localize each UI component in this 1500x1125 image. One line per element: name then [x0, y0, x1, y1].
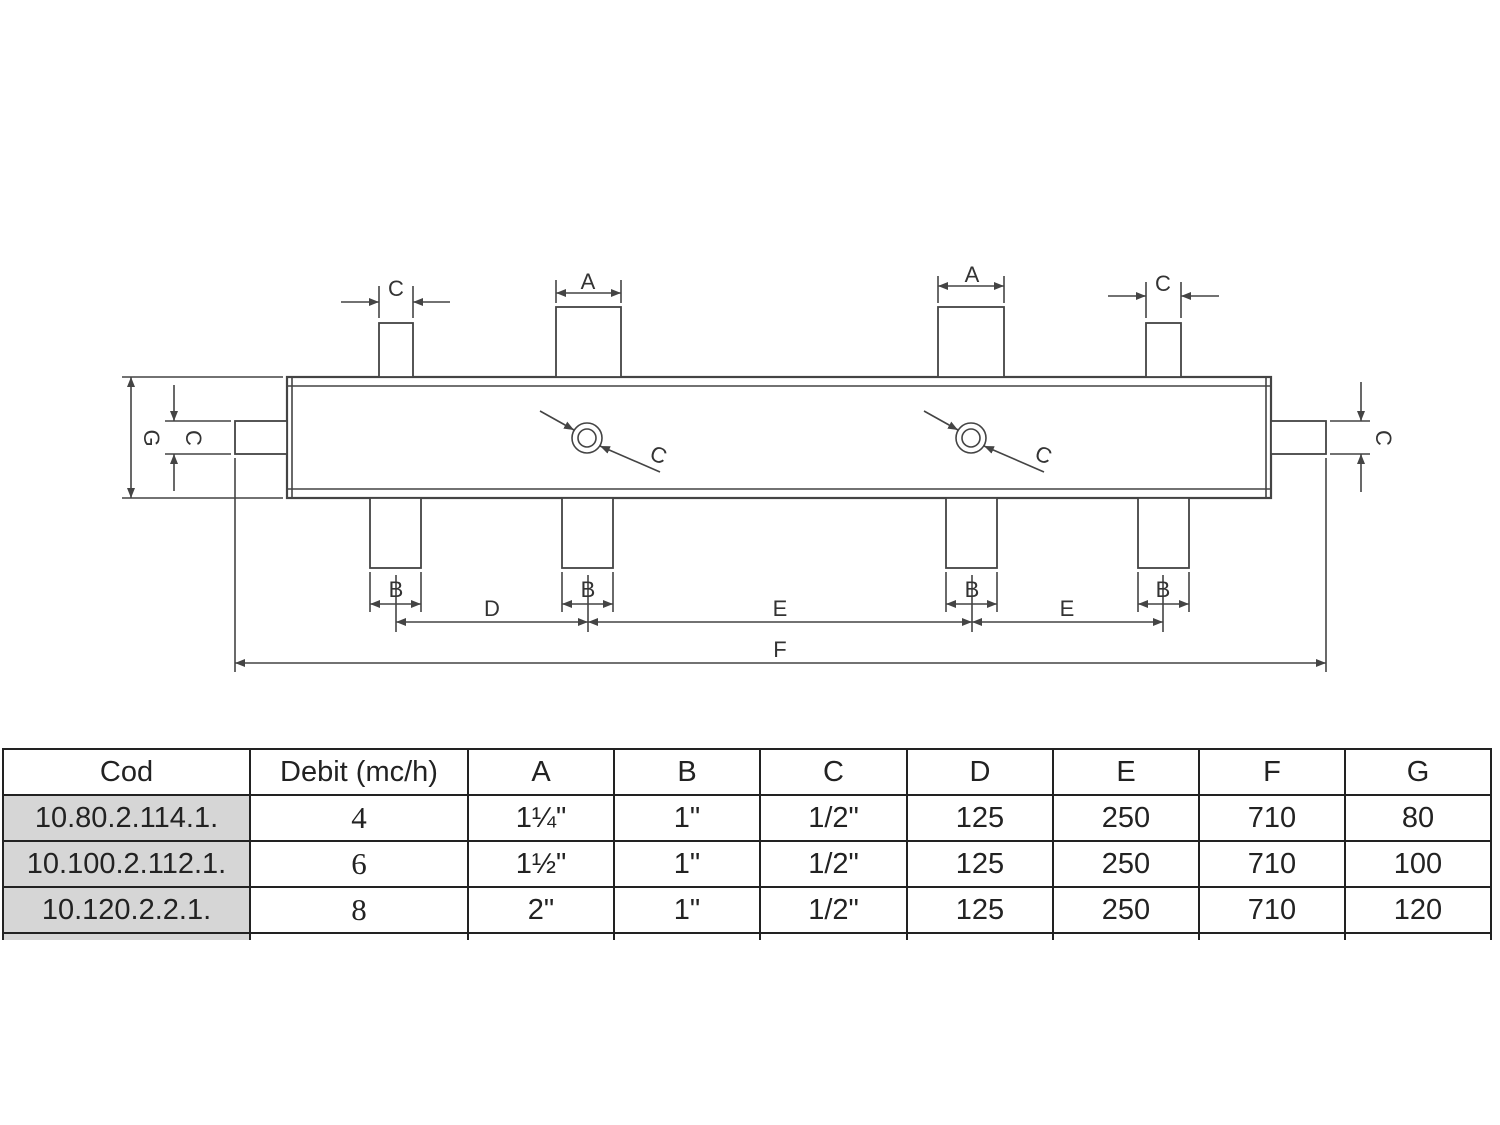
top-nozzle-a-left	[555, 306, 622, 378]
cell-d: 125	[906, 840, 1054, 888]
cell-b: 1"	[613, 886, 761, 934]
bottom-nozzles	[369, 497, 1190, 569]
label-c-left: C	[181, 430, 206, 446]
manifold-body	[285, 375, 1273, 500]
label-f: F	[773, 637, 786, 662]
manifold-technical-drawing: C A A C C C G C C B B B B D E E F	[122, 262, 1396, 672]
cell-c: 1/2"	[759, 886, 908, 934]
cell-a: 1¼"	[467, 794, 615, 842]
cell-debit: 8	[249, 886, 469, 934]
top-nozzles	[378, 306, 1182, 378]
label-c-socket-left: C	[647, 440, 671, 469]
top-nozzle-a-right	[937, 306, 1005, 378]
cell-f: 710	[1198, 840, 1346, 888]
header-g: G	[1344, 748, 1492, 796]
header-f: F	[1198, 748, 1346, 796]
cell-g: 120	[1344, 886, 1492, 934]
cell-c: 1/2"	[759, 840, 908, 888]
cell-e: 250	[1052, 840, 1200, 888]
top-nozzle-c-left	[378, 322, 414, 378]
cell-e: 250	[1052, 794, 1200, 842]
spec-table: Cod Debit (mc/h) A B C D E F G 10.80.2.1…	[2, 748, 1492, 940]
left-dimensions	[122, 376, 283, 499]
cell-debit: 6	[249, 840, 469, 888]
label-c-right: C	[1371, 430, 1396, 446]
cell-cod: 10.120.2.2.1.	[2, 886, 251, 934]
header-debit: Debit (mc/h)	[249, 748, 469, 796]
cell-f: 710	[1198, 794, 1346, 842]
label-a-top-left: A	[581, 269, 596, 294]
side-nozzle-left	[234, 420, 288, 455]
header-cod: Cod	[2, 748, 251, 796]
cell-d: 125	[906, 886, 1054, 934]
side-nozzle-right	[1270, 420, 1327, 455]
header-a: A	[467, 748, 615, 796]
table-row: 10.120.2.2.1. 8 2" 1" 1/2" 125 250 710 1…	[2, 886, 1492, 934]
bottom-dimensions	[234, 458, 1327, 672]
label-c-top-right: C	[1155, 271, 1171, 296]
label-c-top-left: C	[388, 276, 404, 301]
label-e-2: E	[1060, 596, 1075, 621]
header-c: C	[759, 748, 908, 796]
cell-e: 250	[1052, 886, 1200, 934]
right-dimensions	[1330, 382, 1370, 492]
label-b-1: B	[389, 577, 404, 602]
bottom-nozzle-3	[945, 497, 998, 569]
cell-cod: 10.80.2.114.1.	[2, 794, 251, 842]
header-b: B	[613, 748, 761, 796]
table-row: 10.100.2.112.1. 6 1½" 1" 1/2" 125 250 71…	[2, 840, 1492, 888]
cell-b: 1"	[613, 840, 761, 888]
table-header-row: Cod Debit (mc/h) A B C D E F G	[2, 748, 1492, 796]
bottom-nozzle-1	[369, 497, 422, 569]
header-e: E	[1052, 748, 1200, 796]
cell-b: 1"	[613, 794, 761, 842]
cell-g: 100	[1344, 840, 1492, 888]
cell-cod: 10.100.2.112.1.	[2, 840, 251, 888]
label-g-left: G	[139, 429, 164, 446]
label-a-top-right: A	[965, 262, 980, 287]
top-nozzle-c-right	[1145, 322, 1182, 378]
top-dimensions	[341, 276, 1219, 318]
cell-debit: 4	[249, 794, 469, 842]
cell-f: 710	[1198, 886, 1346, 934]
cell-g: 80	[1344, 794, 1492, 842]
table-row: 10.80.2.114.1. 4 1¼" 1" 1/2" 125 250 710…	[2, 794, 1492, 842]
front-sockets	[539, 410, 1045, 473]
side-nozzles	[234, 420, 1327, 455]
label-e-1: E	[773, 596, 788, 621]
label-b-3: B	[965, 577, 980, 602]
dimension-labels: C A A C C C G C C B B B B D E E F	[139, 262, 1396, 662]
header-d: D	[906, 748, 1054, 796]
label-b-2: B	[581, 577, 596, 602]
label-c-socket-right: C	[1032, 440, 1056, 469]
cell-d: 125	[906, 794, 1054, 842]
table-row-cut-off	[2, 932, 1492, 940]
bottom-nozzle-4	[1137, 497, 1190, 569]
bottom-nozzle-2	[561, 497, 614, 569]
cell-c: 1/2"	[759, 794, 908, 842]
label-b-4: B	[1156, 577, 1171, 602]
cell-a: 2"	[467, 886, 615, 934]
label-d: D	[484, 596, 500, 621]
cell-a: 1½"	[467, 840, 615, 888]
